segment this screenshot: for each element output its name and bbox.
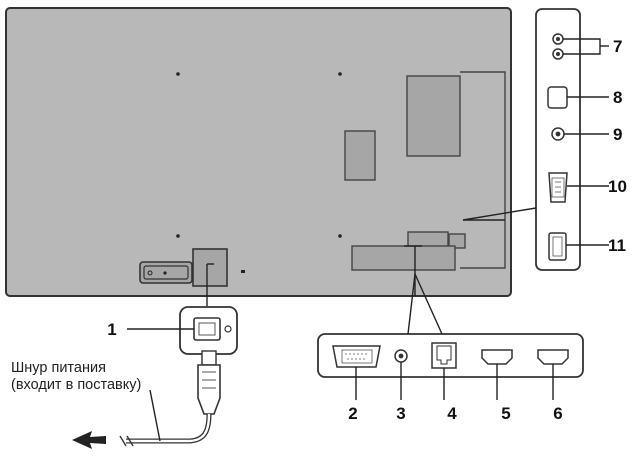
bottom-leaders [355,362,554,400]
callout-5: 5 [501,404,510,423]
vga-port-10 [548,172,568,203]
power-cord-caption-line2: (входит в поставку) [11,377,141,393]
leader-side-panel [462,207,537,221]
ac-inlet-socket [193,317,221,341]
plug-head [201,350,217,366]
callout-9: 9 [613,125,622,144]
mount-hole [176,72,180,76]
callout-6: 6 [553,404,562,423]
callout-10: 10 [608,177,627,196]
side-leaders [563,38,609,246]
rear-panel [5,7,512,297]
recess-center [344,130,376,181]
bottom-terminal-recess [351,245,456,271]
handle-screw [147,270,153,276]
callout-2: 2 [348,404,357,423]
power-cord-caption-line1: Шнур питания [11,360,106,376]
callout-11: 11 [608,236,626,255]
plug-body [197,364,221,415]
side-bracket [460,71,506,269]
hdmi-port-6 [537,349,569,365]
ac-inlet-recess [192,248,228,287]
mount-hole [338,72,342,76]
bottom-terminal-panel [317,333,584,378]
power-cord [72,350,221,449]
handle-dot [163,271,167,275]
callout-7: 7 [613,37,622,56]
small-mark [241,270,245,273]
callout-8: 8 [613,88,622,107]
ac-inlet-callout [127,263,238,355]
mount-hole [338,234,342,238]
arrow-left [72,431,106,449]
serial-port-2 [332,345,381,368]
mount-hole [176,234,180,238]
callout-4: 4 [447,404,457,423]
latch [448,233,466,249]
hdmi-port-5 [481,349,513,365]
handle-slot [143,265,189,280]
usb-port-8 [547,86,568,109]
leader-bottom-panel [404,245,443,335]
cord [126,413,212,444]
side-terminal-panel [535,8,581,271]
callout-3: 3 [396,404,405,423]
recess-upper-right [406,75,461,157]
callout-1: 1 [107,320,116,339]
